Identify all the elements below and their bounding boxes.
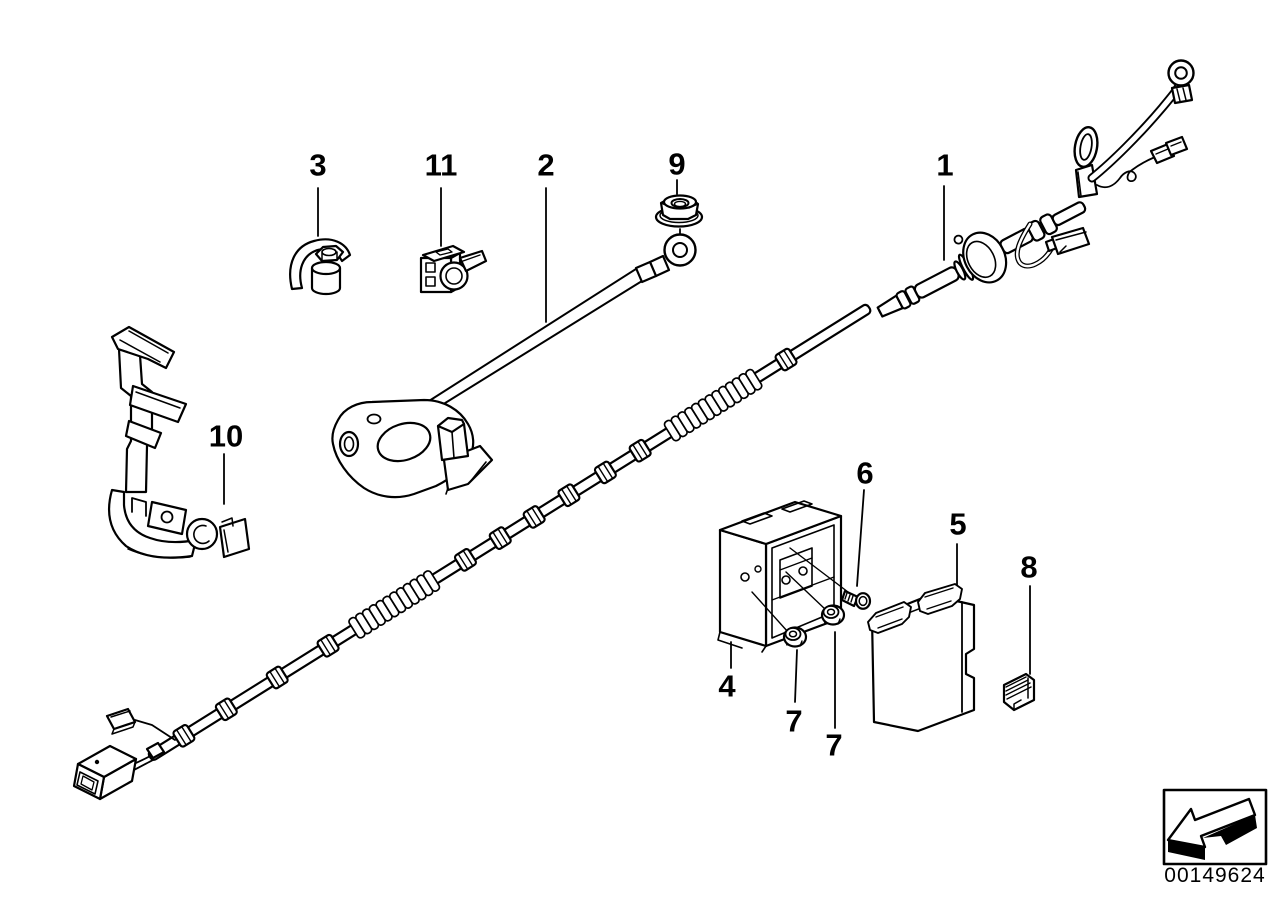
flange-nut	[654, 194, 704, 228]
part-label-5: 5	[949, 506, 967, 542]
screw	[840, 589, 872, 610]
terminal-cover	[867, 583, 976, 733]
part-label-7: 7	[785, 703, 803, 739]
part-label-9: 9	[668, 146, 686, 182]
part-label-10: 10	[208, 418, 244, 454]
fuse-clip	[1002, 672, 1036, 712]
part-label-3: 3	[309, 147, 327, 183]
earth-cable	[331, 233, 697, 499]
hex-nut	[782, 626, 808, 648]
battery-cable-main-run	[147, 201, 1087, 761]
cover-latch	[917, 583, 963, 615]
part-label-7: 7	[825, 727, 843, 763]
pigtail-connectors	[1149, 135, 1189, 165]
part-label-8: 8	[1020, 549, 1038, 585]
part-label-2: 2	[537, 147, 555, 183]
cover-latch	[867, 601, 912, 634]
cable-clamp	[289, 238, 352, 296]
battery-terminal-clamp	[331, 398, 494, 499]
main-plug-connector	[72, 741, 166, 801]
power-distribution-box	[717, 500, 849, 653]
grommet	[953, 231, 1008, 284]
part-label-4: 4	[718, 668, 736, 704]
part-label-6: 6	[856, 455, 874, 491]
ring-terminal	[1167, 59, 1195, 105]
cable-clip	[419, 244, 488, 294]
cable-holder-bracket	[108, 325, 251, 559]
corrugated-conduit	[663, 368, 763, 442]
battery-cable-terminal-end	[1014, 59, 1195, 269]
corrugated-conduit	[348, 570, 441, 639]
part-label-11: 11	[424, 147, 458, 183]
leader-lines	[223, 179, 1031, 729]
hex-nut	[820, 604, 846, 626]
drawing-number: 00149624	[1164, 864, 1266, 887]
harness-connector	[1044, 226, 1091, 256]
direction-arrow-icon	[1162, 788, 1268, 866]
cable-loop-clip	[1073, 126, 1099, 168]
branch-connector	[105, 707, 176, 741]
part-label-1: 1	[936, 147, 954, 183]
